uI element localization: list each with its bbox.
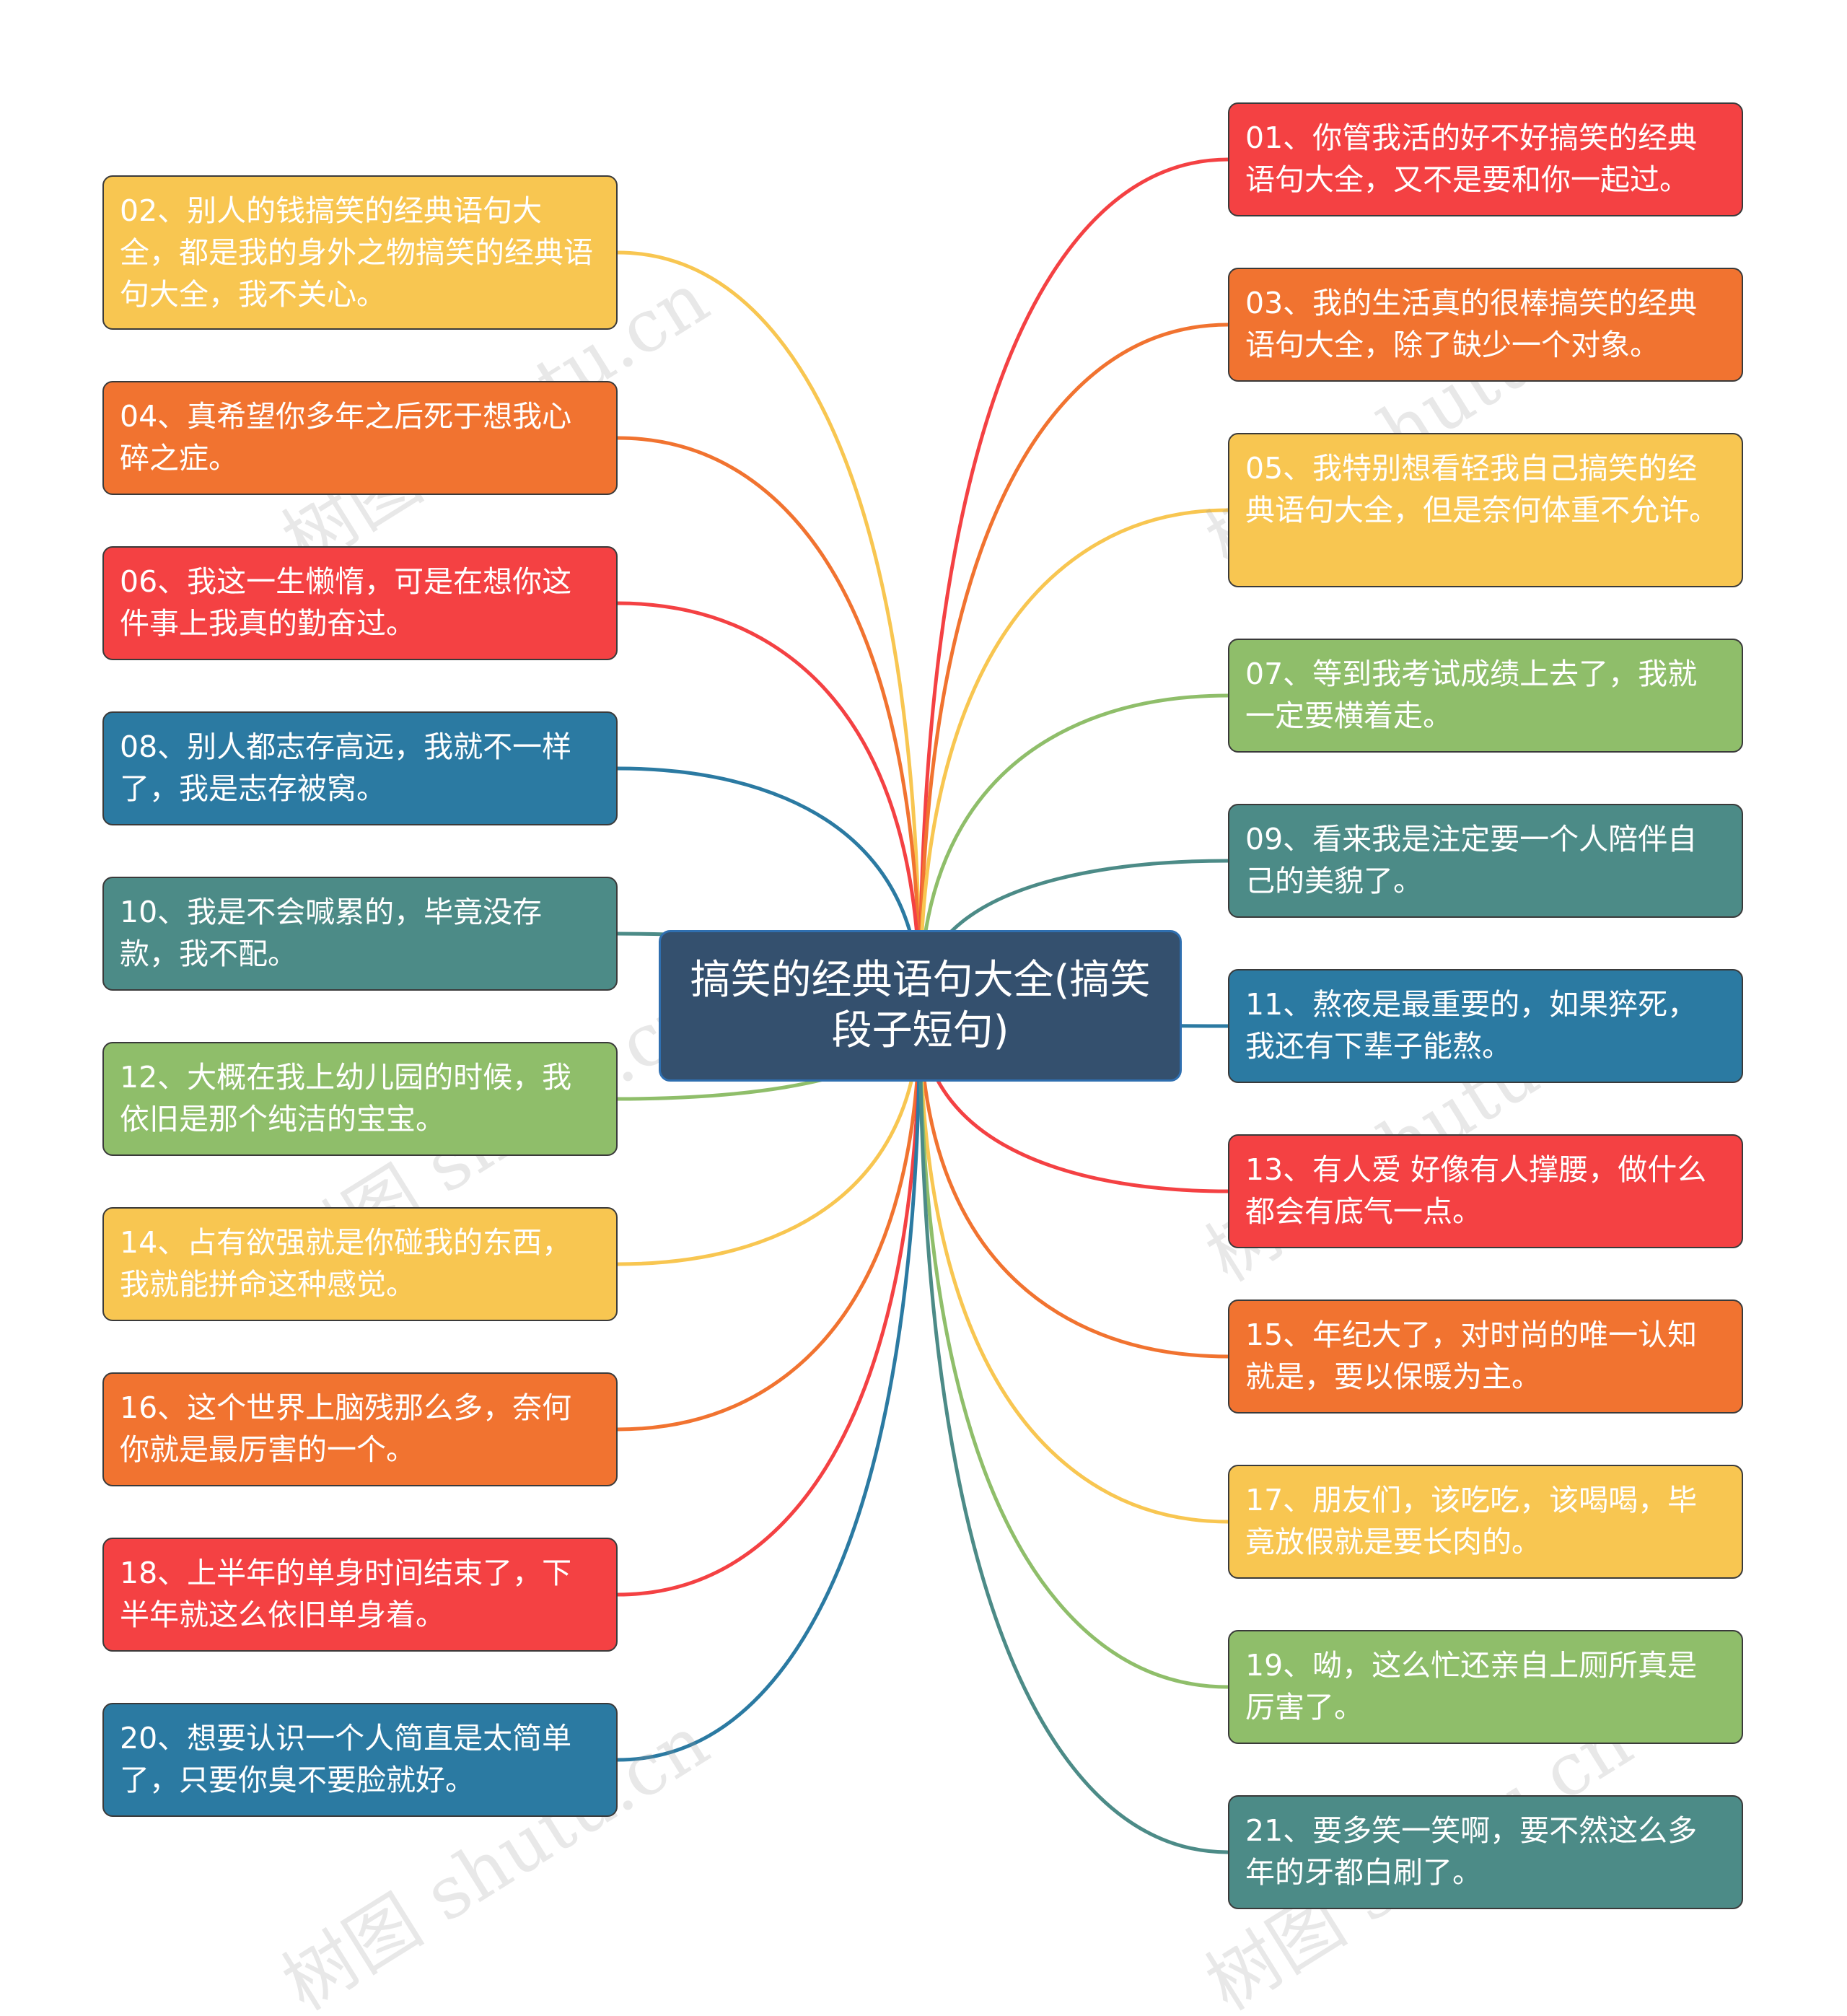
connector-line [617, 1005, 922, 1266]
connector-line [918, 1005, 1229, 1524]
connector-line [617, 436, 922, 1007]
branch-node-07[interactable]: 07、等到我考试成绩上去了，我就一定要横着走。 [1228, 639, 1743, 753]
central-topic[interactable]: 搞笑的经典语句大全(搞笑段子短句) [659, 930, 1182, 1082]
connector-line [617, 766, 922, 1007]
central-topic-label: 搞笑的经典语句大全(搞笑段子短句) [690, 957, 1151, 1054]
branch-node-19[interactable]: 19、呦，这么忙还亲自上厕所真是厉害了。 [1228, 1630, 1743, 1744]
connector-line [918, 1005, 1229, 1689]
connector-line [918, 1005, 1229, 1854]
connector-line [617, 1005, 922, 1432]
branch-node-14[interactable]: 14、占有欲强就是你碰我的东西，我就能拼命这种感觉。 [102, 1207, 618, 1321]
branch-node-13[interactable]: 13、有人爱 好像有人撑腰，做什么都会有底气一点。 [1228, 1134, 1743, 1248]
branch-node-17[interactable]: 17、朋友们，该吃吃，该喝喝，毕竟放假就是要长肉的。 [1228, 1465, 1743, 1579]
branch-node-11[interactable]: 11、熬夜是最重要的，如果猝死，我还有下辈子能熬。 [1228, 969, 1743, 1083]
branch-node-02[interactable]: 02、别人的钱搞笑的经典语句大全，都是我的身外之物搞笑的经典语句大全，我不关心。 [102, 175, 618, 330]
connector-line [918, 157, 1229, 1007]
connector-line [617, 601, 922, 1007]
branch-node-06[interactable]: 06、我这一生懒惰，可是在想你这件事上我真的勤奋过。 [102, 546, 618, 660]
branch-node-15[interactable]: 15、年纪大了，对时尚的唯一认知就是，要以保暖为主。 [1228, 1300, 1743, 1414]
branch-node-08[interactable]: 08、别人都志存高远，我就不一样了，我是志存被窝。 [102, 711, 618, 825]
branch-node-18[interactable]: 18、上半年的单身时间结束了，下半年就这么依旧单身着。 [102, 1538, 618, 1652]
connector-line [918, 693, 1229, 1007]
connector-line [617, 250, 922, 1007]
branch-node-05[interactable]: 05、我特别想看轻我自己搞笑的经典语句大全，但是奈何体重不允许。 [1228, 433, 1743, 587]
branch-node-20[interactable]: 20、想要认识一个人简直是太简单了，只要你臭不要脸就好。 [102, 1703, 618, 1817]
branch-node-09[interactable]: 09、看来我是注定要一个人陪伴自己的美貌了。 [1228, 804, 1743, 918]
connector-line [918, 1005, 1229, 1359]
connector-line [617, 1005, 922, 1762]
connector-line [918, 508, 1229, 1007]
branch-node-12[interactable]: 12、大概在我上幼儿园的时候，我依旧是那个纯洁的宝宝。 [102, 1042, 618, 1156]
branch-node-10[interactable]: 10、我是不会喊累的，毕竟没存款，我不配。 [102, 877, 618, 991]
branch-node-21[interactable]: 21、要多笑一笑啊，要不然这么多年的牙都白刷了。 [1228, 1795, 1743, 1909]
connector-line [918, 323, 1229, 1007]
branch-node-16[interactable]: 16、这个世界上脑残那么多，奈何你就是最厉害的一个。 [102, 1372, 618, 1486]
branch-node-03[interactable]: 03、我的生活真的很棒搞笑的经典语句大全，除了缺少一个对象。 [1228, 268, 1743, 382]
connector-line [617, 1005, 922, 1597]
branch-node-01[interactable]: 01、你管我活的好不好搞笑的经典语句大全，又不是要和你一起过。 [1228, 102, 1743, 216]
branch-node-04[interactable]: 04、真希望你多年之后死于想我心碎之症。 [102, 381, 618, 495]
